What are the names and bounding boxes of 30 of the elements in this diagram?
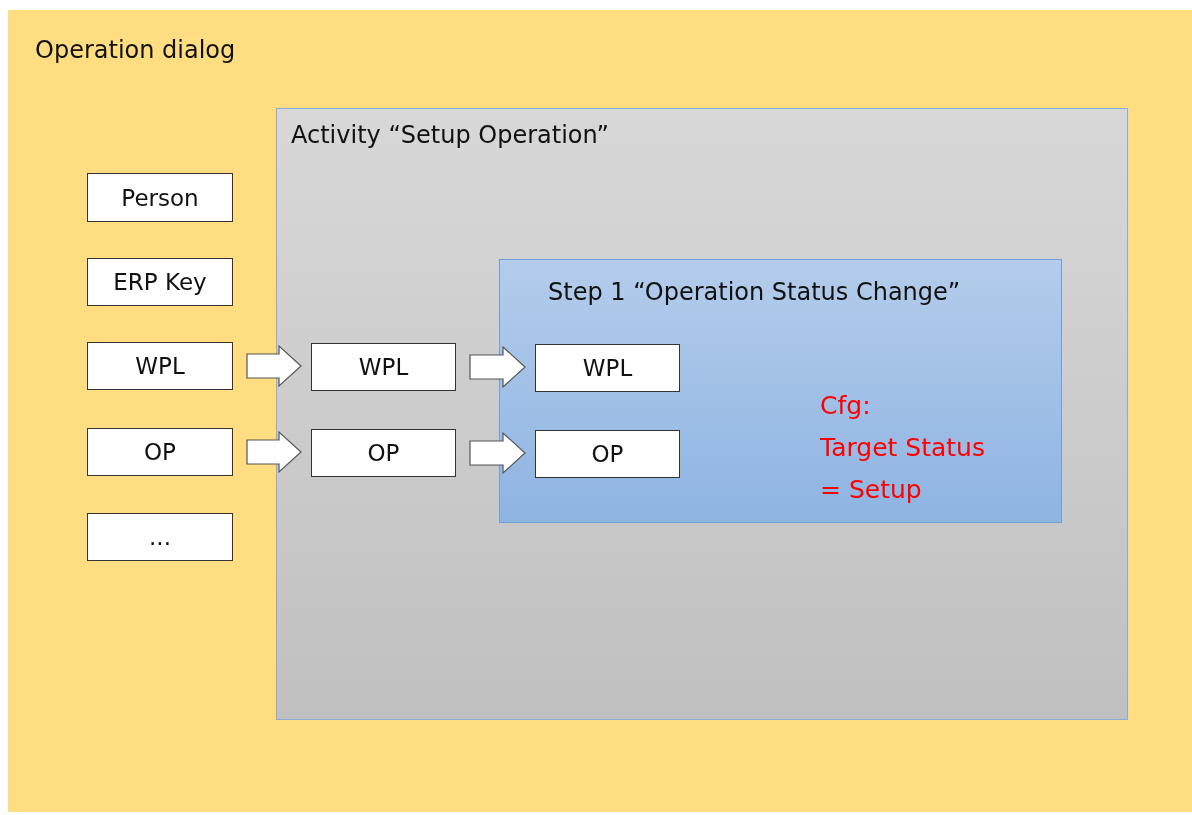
- field-box: [87, 342, 233, 390]
- panel-title: Operation dialog: [35, 36, 236, 64]
- config-note: Cfg:: [820, 390, 871, 422]
- field-label: ERP Key: [113, 269, 207, 295]
- panel-title: Activity “Setup Operation”: [291, 121, 609, 149]
- field-box: [311, 343, 456, 391]
- field-box: [311, 429, 456, 477]
- field-label: OP: [144, 439, 176, 465]
- field-box: [535, 430, 680, 478]
- panel-title: Step 1 “Operation Status Change”: [548, 278, 961, 306]
- field-label: Person: [121, 184, 199, 211]
- field-box: [87, 258, 233, 306]
- block-arrow: [246, 344, 302, 388]
- block-arrow: [469, 345, 526, 389]
- field-box: [87, 173, 233, 222]
- field-label: OP: [591, 441, 624, 467]
- field-label: WPL: [135, 353, 185, 379]
- field-box: [87, 428, 233, 476]
- activity-panel: [276, 108, 1128, 720]
- dialog-panel: [8, 10, 1192, 812]
- field-box: [87, 513, 233, 561]
- field-label: OP: [367, 440, 400, 466]
- step-panel: [499, 259, 1062, 523]
- field-box: [535, 344, 680, 392]
- block-arrow: [469, 431, 526, 475]
- block-arrow: [246, 430, 302, 474]
- field-label: WPL: [582, 355, 633, 381]
- config-note: Target Status = Setup: [820, 432, 986, 506]
- field-label: ...: [149, 524, 171, 550]
- field-label: WPL: [358, 354, 409, 380]
